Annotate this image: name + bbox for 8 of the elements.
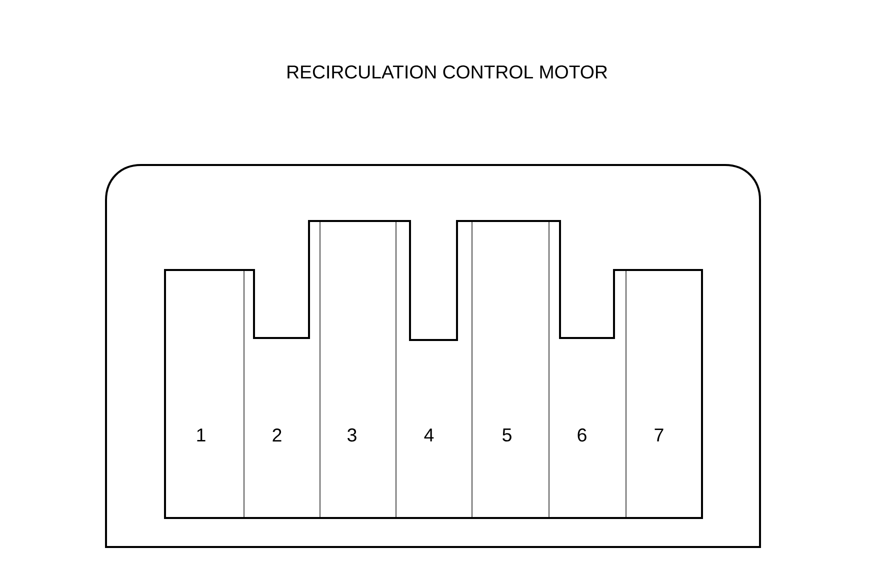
pin-number: 6	[578, 428, 586, 442]
title: RECIRCULATION CONTROL MOTOR	[288, 65, 608, 79]
pin-number: 4	[424, 428, 434, 442]
pin-number: 7	[654, 428, 664, 442]
pin-number: 2	[272, 428, 282, 442]
pin-number: 3	[348, 428, 356, 442]
pin-number: 1	[197, 428, 206, 442]
pin-number: 5	[502, 428, 512, 442]
